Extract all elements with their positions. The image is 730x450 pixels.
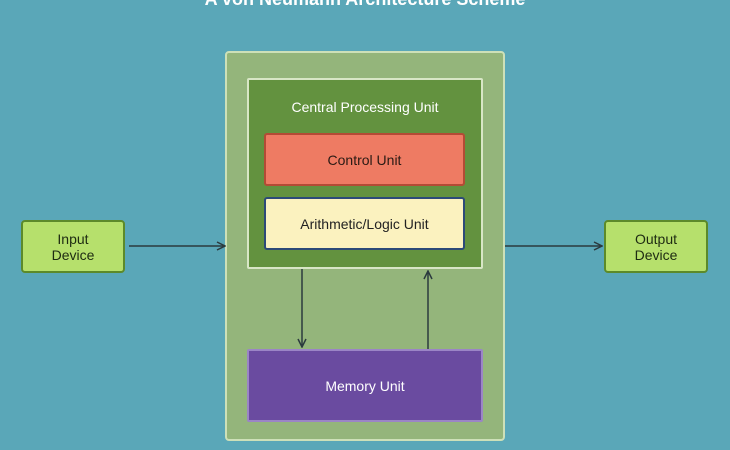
output-device-label-line2: Device (634, 246, 678, 263)
output-device-label-line1: Output (634, 230, 677, 247)
input-device-label-line2: Device (51, 246, 95, 263)
alu-box: Arithmetic/Logic Unit (264, 197, 465, 250)
memory-unit-box: Memory Unit (247, 349, 483, 422)
control-unit-box: Control Unit (264, 133, 465, 186)
cpu-label: Central Processing Unit (291, 99, 439, 115)
input-device-label-line1: Input (57, 230, 89, 247)
memory-unit-label: Memory Unit (325, 377, 405, 394)
alu-label: Arithmetic/Logic Unit (300, 215, 429, 232)
input-device-box: Input Device (21, 220, 125, 273)
output-device-box: Output Device (604, 220, 708, 273)
control-unit-label: Control Unit (327, 151, 402, 168)
diagram-title: A von Neumann Architecture Scheme (0, 0, 730, 10)
